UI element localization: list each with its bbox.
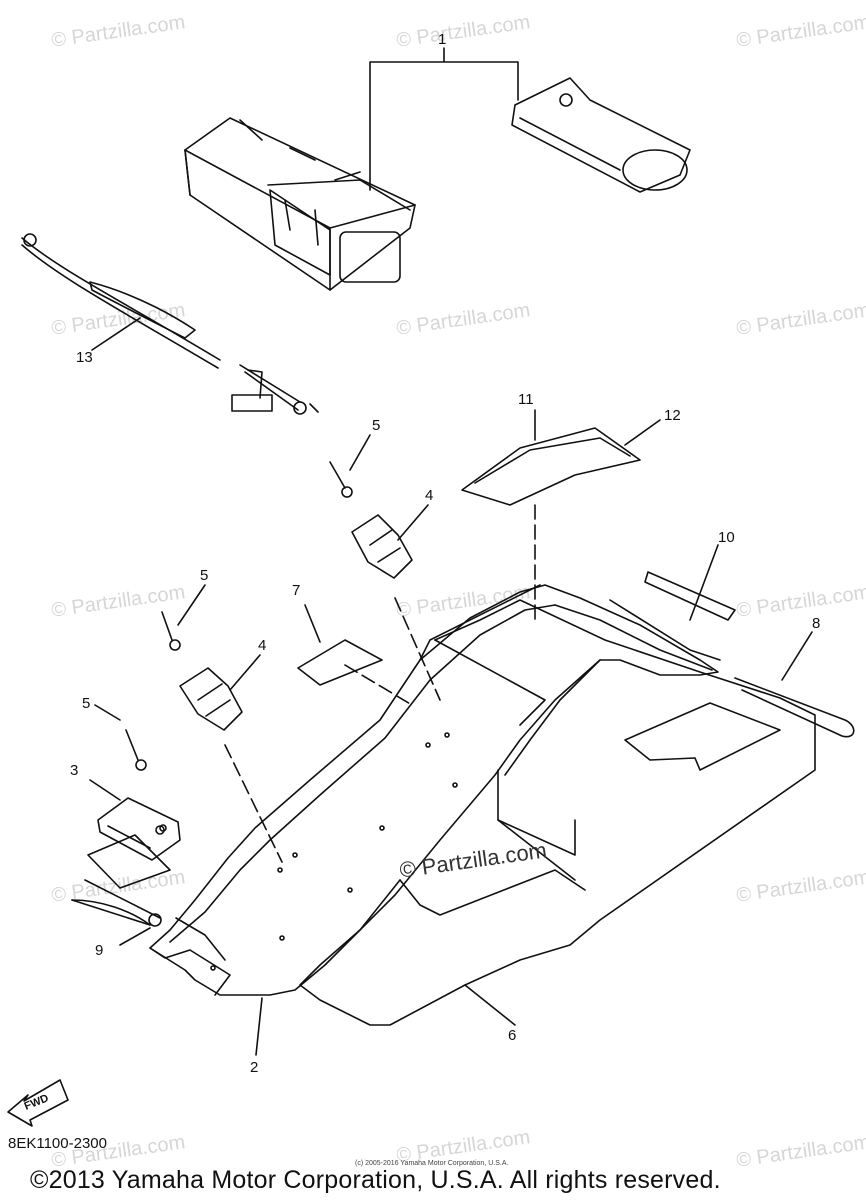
clip-part <box>351 514 413 579</box>
callout-11: 11 <box>518 391 534 408</box>
copyright-notice: ©2013 Yamaha Motor Corporation, U.S.A. A… <box>30 1166 721 1194</box>
callout-8: 8 <box>812 615 820 632</box>
screw-part <box>161 611 181 651</box>
decal-part <box>297 639 383 686</box>
callout-5: 5 <box>372 417 380 434</box>
lanyard-part <box>21 233 319 415</box>
callout-3: 3 <box>70 762 78 779</box>
callout-1: 1 <box>438 31 446 48</box>
clip-part <box>179 667 243 731</box>
diagram-code: 8EK1100-2300 <box>8 1135 107 1152</box>
callout-4: 4 <box>425 487 433 504</box>
cover-part <box>149 584 721 996</box>
mat-part <box>299 599 816 1026</box>
screw-part <box>329 461 353 498</box>
callout-2: 2 <box>250 1059 258 1076</box>
fwd-arrow-icon: FWD <box>7 1079 69 1127</box>
rod-part <box>734 677 855 738</box>
callout-9: 9 <box>95 942 103 959</box>
callout-6: 6 <box>508 1027 516 1044</box>
label-part-11 <box>461 427 641 506</box>
pin-part <box>71 834 171 927</box>
callout-4: 4 <box>258 637 266 654</box>
callout-12: 12 <box>664 407 681 424</box>
callout-5: 5 <box>82 695 90 712</box>
screw-part <box>125 729 147 771</box>
small-copyright: (c) 2005-2016 Yamaha Motor Corporation, … <box>355 1160 509 1167</box>
callout-10: 10 <box>718 529 735 546</box>
strip-part <box>644 571 736 621</box>
callout-13: 13 <box>76 349 93 366</box>
callout-7: 7 <box>292 582 300 599</box>
hinge-part <box>97 797 181 861</box>
tool-pouch-part <box>511 77 691 193</box>
tool-bag-part <box>184 117 416 291</box>
callout-5: 5 <box>200 567 208 584</box>
